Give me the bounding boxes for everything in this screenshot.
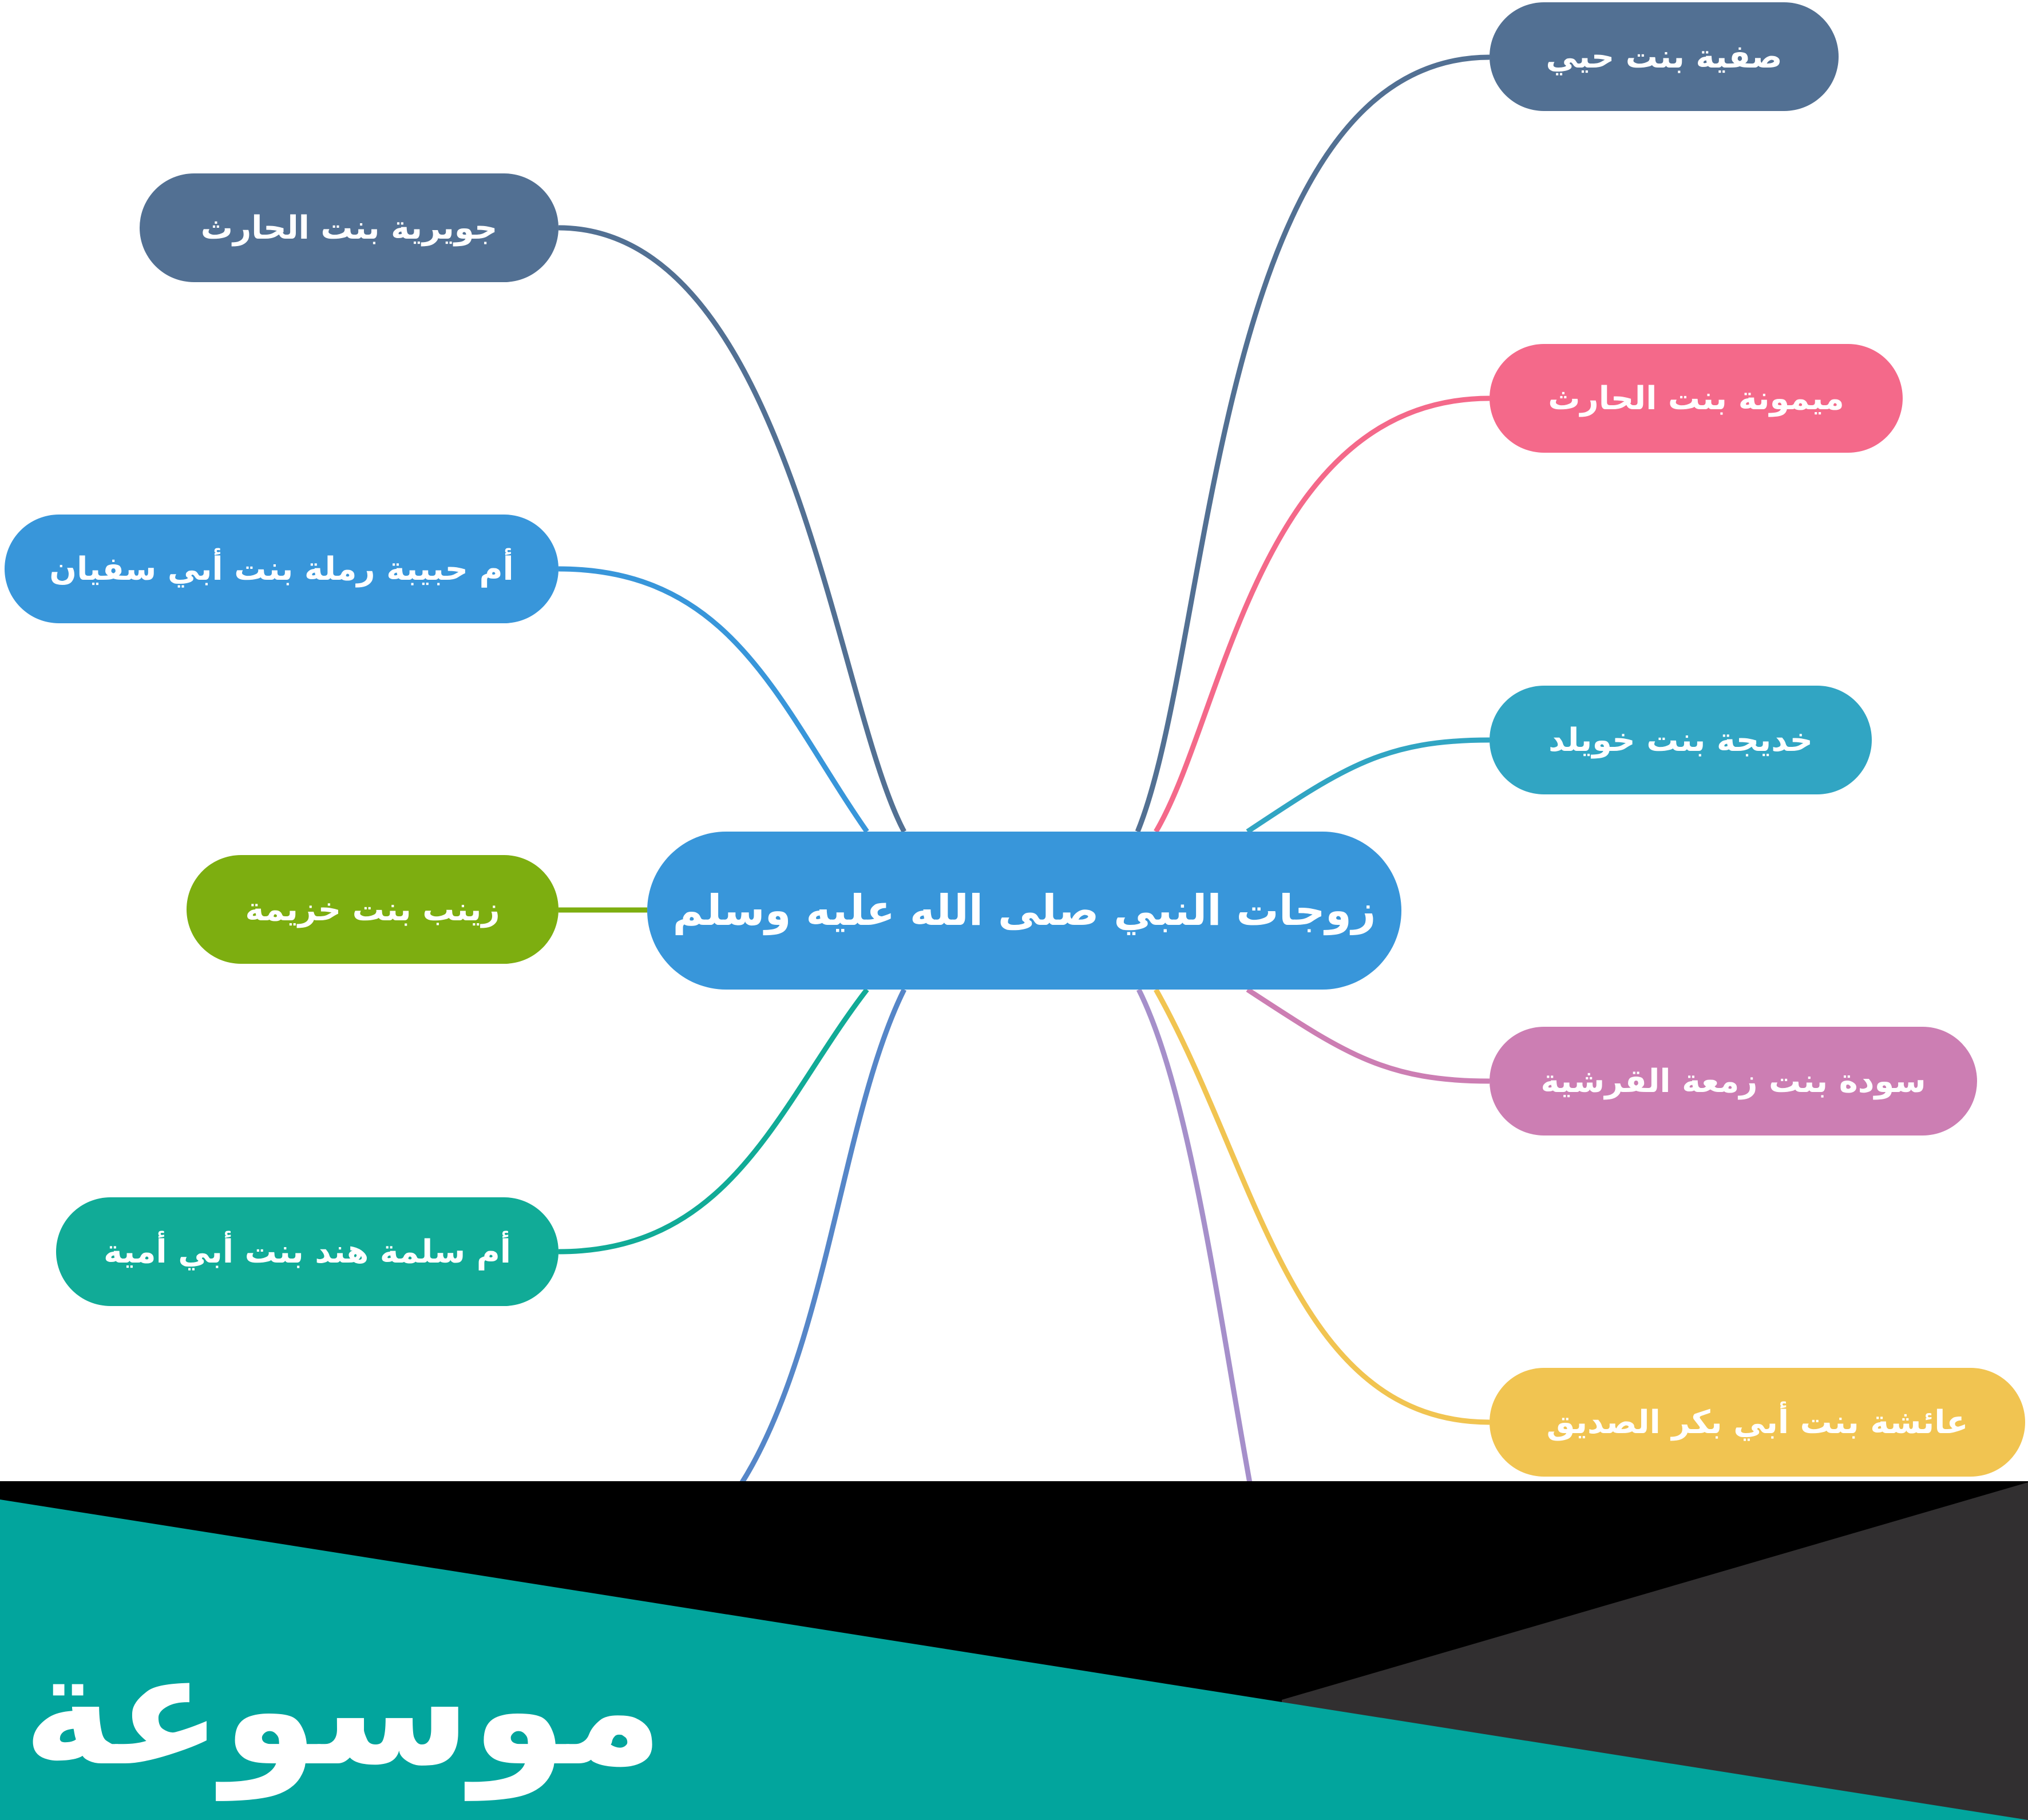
branch-ramla: أم حبيبة رملة بنت أبي سفيان (5, 515, 559, 623)
banner-teal (0, 1499, 2028, 1820)
connector-line (1154, 395, 1490, 833)
branch-khadija: خديجة بنت خويلد (1490, 686, 1872, 794)
branch-label: سودة بنت زمعة القرشية (1540, 1062, 1926, 1100)
branch-maymuna: ميمونة بنت الحارث (1490, 344, 1903, 453)
connector-line (1246, 987, 1490, 1084)
branch-safiyya: صفية بنت حيي (1490, 2, 1839, 111)
central-topic: زوجات النبي صلى الله عليه وسلم (647, 832, 1401, 990)
connector-line (1154, 988, 1490, 1425)
central-topic-label: زوجات النبي صلى الله عليه وسلم (672, 886, 1376, 935)
connector-line (558, 566, 869, 833)
branch-umm-salama: أم سلمة هند بنت أبي أمية (56, 1197, 559, 1306)
branch-label: أم حبيبة رملة بنت أبي سفيان (49, 550, 514, 588)
branch-label: جويرية بنت الحارث (200, 209, 498, 247)
branch-label: ميمونة بنت الحارث (1548, 379, 1844, 417)
branch-label: صفية بنت حيي (1546, 38, 1783, 76)
branch-sawda: سودة بنت زمعة القرشية (1490, 1027, 1977, 1135)
site-logo: موسوعة (23, 1620, 664, 1800)
connector-line (1135, 54, 1490, 833)
branch-label: أم سلمة هند بنت أبي أمية (104, 1233, 511, 1271)
branch-zaynab: زينب بنت خزيمة (187, 855, 559, 964)
branch-label: زينب بنت خزيمة (245, 891, 500, 928)
branch-label: خديجة بنت خويلد (1548, 721, 1813, 759)
connector-line (1246, 737, 1490, 834)
connector-line (558, 988, 869, 1255)
branch-aisha: عائشة بنت أبي بكر الصديق (1490, 1368, 2025, 1477)
connector-line (558, 225, 906, 833)
branch-label: عائشة بنت أبي بكر الصديق (1546, 1403, 1968, 1441)
branch-juwayriya: جويرية بنت الحارث (140, 173, 559, 282)
